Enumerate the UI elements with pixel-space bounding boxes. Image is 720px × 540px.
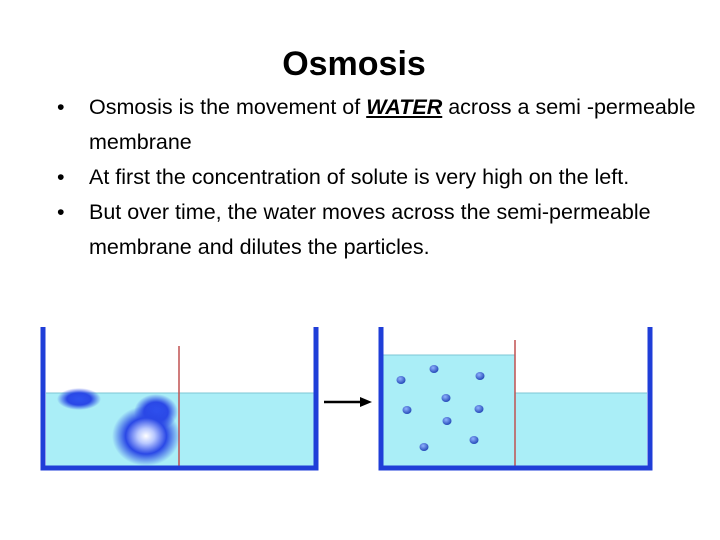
solute-particle (476, 372, 485, 380)
solute-particle (475, 405, 484, 413)
solute-blob-center (112, 406, 180, 466)
solute-blob-top (57, 388, 101, 410)
solute-particle (397, 376, 406, 384)
solute-particle (430, 365, 439, 373)
beaker-before (43, 327, 316, 468)
solute-particle (403, 406, 412, 414)
solute-particle (420, 443, 429, 451)
solute-particle (442, 394, 451, 402)
solute-particle (470, 436, 479, 444)
water-after-right (515, 393, 647, 466)
beaker-after (381, 327, 650, 468)
arrow-icon (324, 397, 372, 407)
solute-particle (443, 417, 452, 425)
